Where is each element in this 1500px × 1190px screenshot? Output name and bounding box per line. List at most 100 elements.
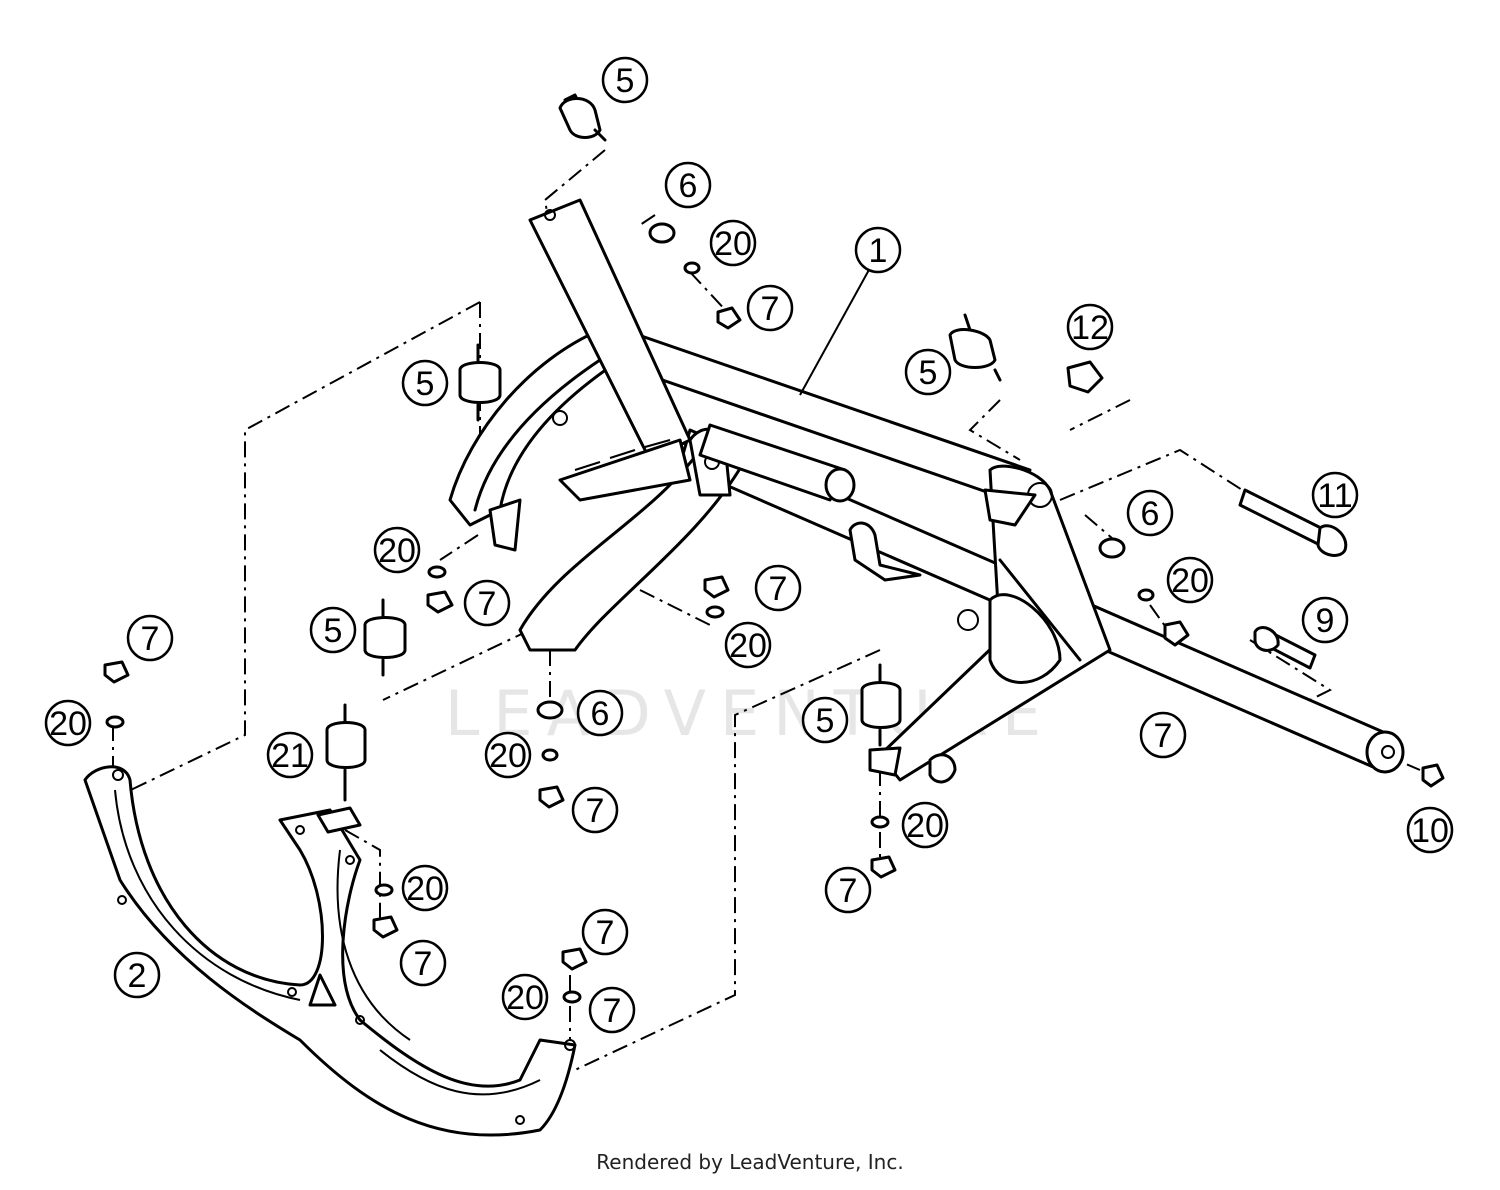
callout-circle — [1301, 596, 1349, 644]
callout-circle — [126, 614, 174, 662]
callout-5: 5 — [401, 359, 449, 407]
callout-circle — [1126, 489, 1174, 537]
callout-label: 20 — [714, 225, 752, 263]
callout-circle — [113, 951, 161, 999]
callout-circle — [581, 908, 629, 956]
callout-1: 1 — [854, 226, 902, 274]
isolator-mounts — [325, 93, 1002, 802]
callout-label: 5 — [416, 365, 435, 403]
callout-label: 7 — [603, 992, 622, 1030]
callout-circle — [576, 689, 624, 737]
isolator-mount — [325, 703, 367, 802]
fasteners — [103, 222, 1445, 1004]
engine-mount-bracket — [83, 765, 577, 1137]
callout-20: 20 — [1166, 556, 1214, 604]
callout-7: 7 — [746, 284, 794, 332]
callout-20: 20 — [901, 801, 949, 849]
callout-circle — [601, 56, 649, 104]
callout-circle — [901, 801, 949, 849]
callout-7: 7 — [588, 986, 636, 1034]
callout-circle — [1311, 471, 1359, 519]
callout-label: 6 — [591, 695, 610, 733]
callout-20: 20 — [484, 731, 532, 779]
callout-12: 12 — [1066, 303, 1114, 351]
callout-circle — [724, 621, 772, 669]
callout-20: 20 — [44, 699, 92, 747]
callout-circle — [754, 564, 802, 612]
callout-7: 7 — [571, 786, 619, 834]
callout-label: 11 — [1317, 477, 1352, 515]
callout-label: 9 — [1316, 602, 1335, 640]
callout-21: 21 — [266, 731, 314, 779]
callout-circle — [709, 219, 757, 267]
callout-7: 7 — [824, 866, 872, 914]
callout-label: 21 — [271, 737, 309, 775]
callout-label: 10 — [1411, 812, 1449, 850]
callout-label: 7 — [839, 872, 858, 910]
callout-circle — [1406, 806, 1454, 854]
callout-20: 20 — [401, 864, 449, 912]
callout-7: 7 — [581, 908, 629, 956]
callout-20: 20 — [724, 621, 772, 669]
callout-label: 6 — [679, 167, 698, 205]
callout-20: 20 — [373, 526, 421, 574]
callout-label: 20 — [406, 870, 444, 908]
callout-circle — [44, 699, 92, 747]
callout-9: 9 — [1301, 596, 1349, 644]
isolator-mount — [458, 343, 502, 422]
callout-circle — [501, 973, 549, 1021]
callout-label: 7 — [141, 620, 160, 658]
callout-7: 7 — [463, 579, 511, 627]
callout-2: 2 — [113, 951, 161, 999]
callout-5: 5 — [904, 348, 952, 396]
callout-20: 20 — [709, 219, 757, 267]
callout-label: 7 — [596, 914, 615, 952]
isolator-mount — [860, 663, 902, 747]
callout-label: 6 — [1141, 495, 1160, 533]
callout-label: 20 — [906, 807, 944, 845]
callout-label: 7 — [414, 945, 433, 983]
callout-7: 7 — [126, 614, 174, 662]
callout-circle — [588, 986, 636, 1034]
callout-circle — [266, 731, 314, 779]
callout-circle — [309, 606, 357, 654]
callout-7: 7 — [399, 939, 447, 987]
callout-label: 5 — [919, 354, 938, 392]
callout-label: 20 — [729, 627, 767, 665]
callout-6: 6 — [1126, 489, 1174, 537]
callout-circle — [824, 866, 872, 914]
callout-circle — [484, 731, 532, 779]
callout-label: 12 — [1071, 309, 1109, 347]
callout-label: 5 — [616, 62, 635, 100]
main-frame — [448, 198, 1405, 784]
callout-label: 7 — [586, 792, 605, 830]
callout-circle — [401, 864, 449, 912]
callout-circle — [373, 526, 421, 574]
callout-7: 7 — [754, 564, 802, 612]
bolts — [1238, 488, 1348, 670]
callout-circle — [664, 161, 712, 209]
callout-circle — [801, 696, 849, 744]
callout-label: 7 — [1154, 717, 1173, 755]
isolator-mount — [948, 313, 1002, 382]
callout-circle — [746, 284, 794, 332]
callout-5: 5 — [309, 606, 357, 654]
callout-label: 7 — [769, 570, 788, 608]
callout-20: 20 — [501, 973, 549, 1021]
callout-circle — [401, 359, 449, 407]
callout-label: 20 — [378, 532, 416, 570]
isolator-mount — [558, 93, 607, 142]
callout-label: 5 — [324, 612, 343, 650]
callout-circle — [1166, 556, 1214, 604]
callout-11: 11 — [1311, 471, 1359, 519]
callout-10: 10 — [1406, 806, 1454, 854]
callout-label: 1 — [869, 232, 888, 270]
callout-label: 2 — [128, 957, 147, 995]
callout-label: 20 — [49, 705, 87, 743]
callout-label: 7 — [478, 585, 497, 623]
callout-7: 7 — [1139, 711, 1187, 759]
callout-label: 7 — [761, 290, 780, 328]
callout-label: 20 — [506, 979, 544, 1017]
